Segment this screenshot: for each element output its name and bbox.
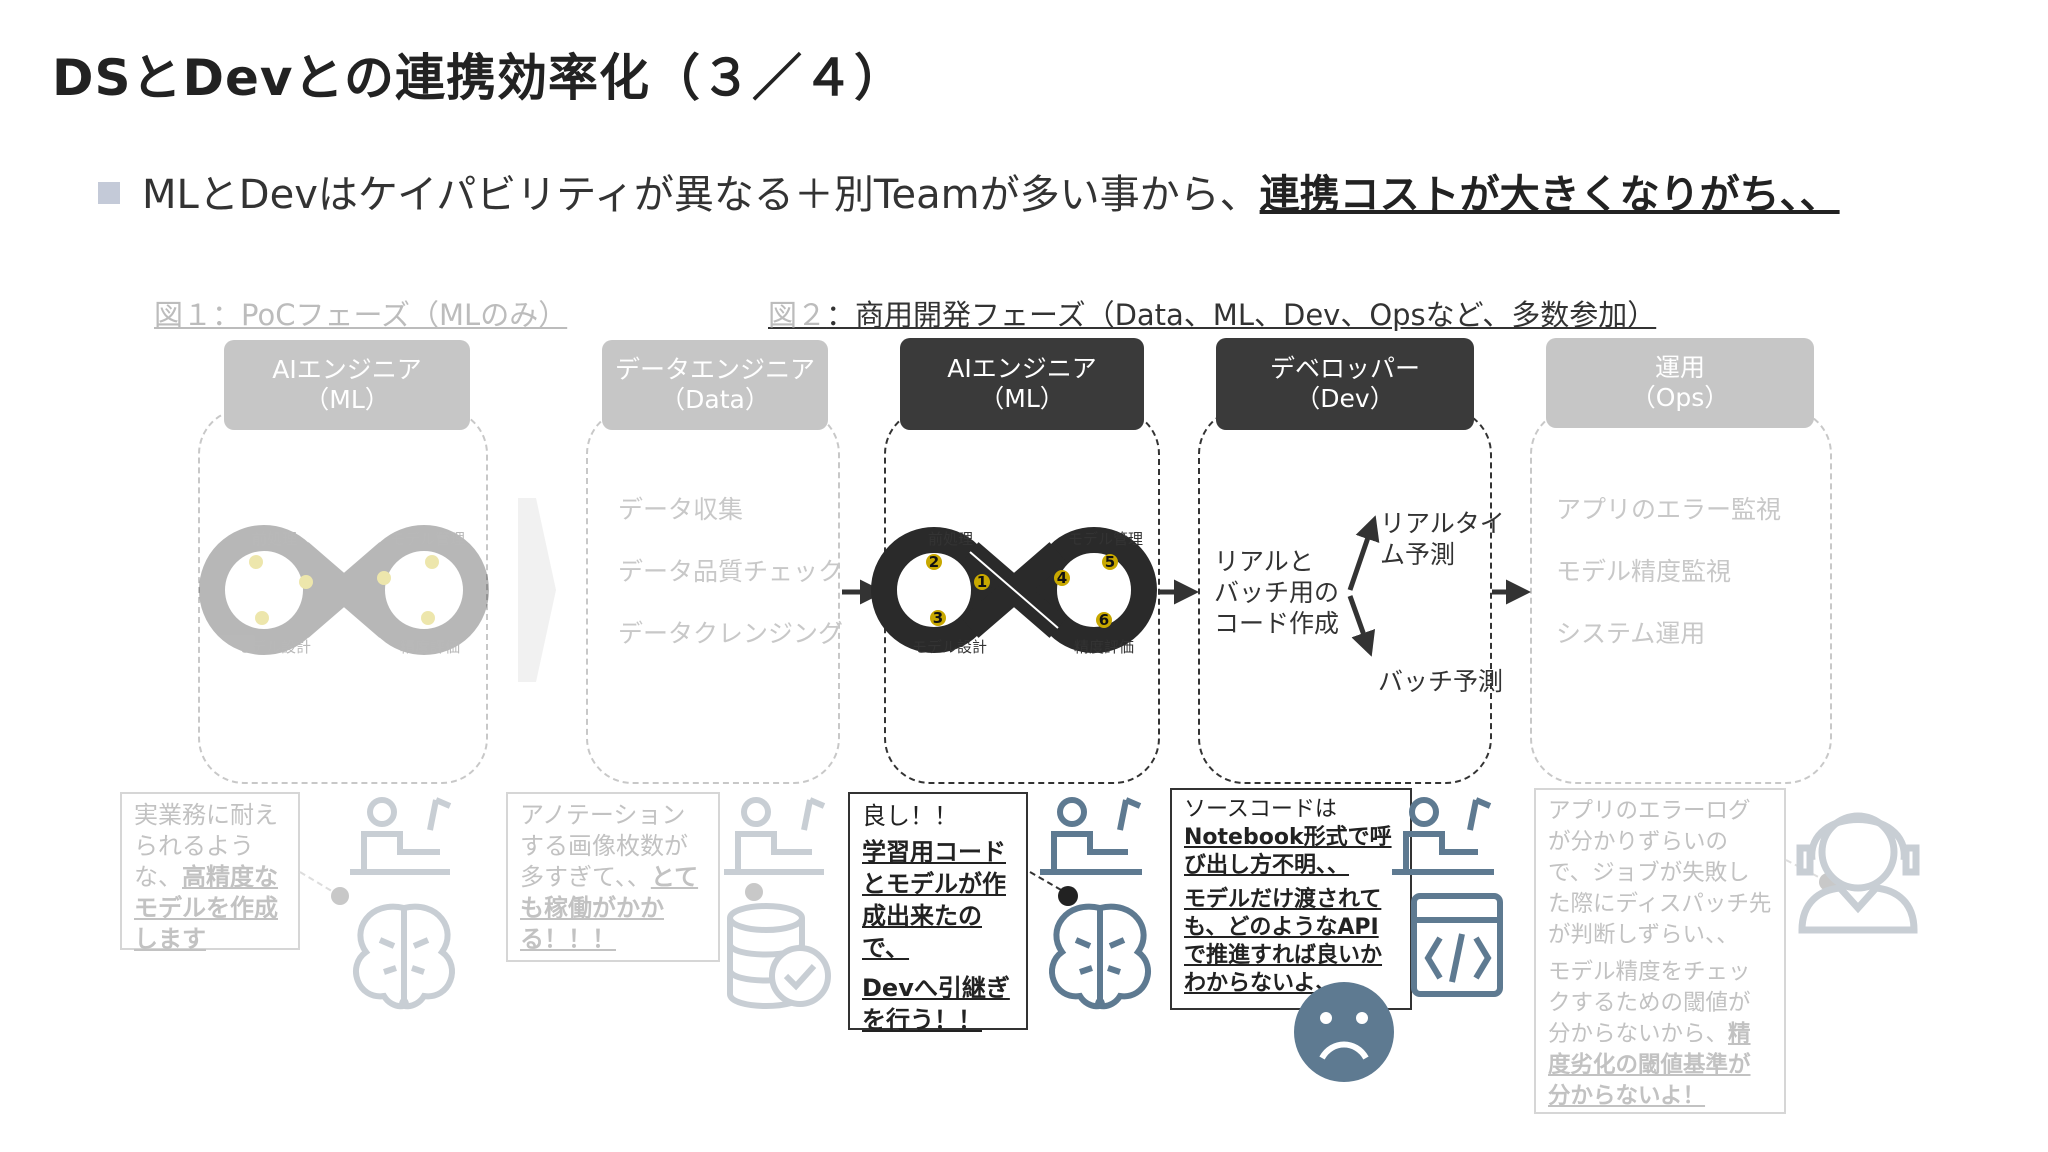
person-at-desk-icon — [1040, 797, 1142, 875]
ml-lifecycle-loop — [871, 527, 1157, 653]
dev-task-main-3: コード作成 — [1214, 609, 1340, 638]
page-title: DSとDevとの連携効率化（３／４） — [52, 49, 906, 107]
role-data-line1: データエンジニア — [614, 355, 815, 384]
data-task-3: データクレンジング — [618, 619, 844, 648]
data-task-1: データ収集 — [618, 495, 744, 524]
note-ops-bold: 精度劣化の閾値基準が分からないよ！ — [1548, 1021, 1751, 1109]
phase-transition-arrow — [518, 498, 556, 682]
dev-task-batch: バッチ予測 — [1378, 667, 1504, 696]
figure1-number: 図１ — [154, 298, 213, 332]
connector-dot — [745, 883, 763, 901]
loop-number-1: 1 — [977, 573, 987, 591]
note-dev-bold1: Notebook形式で呼び出し方不明、、 — [1184, 825, 1392, 878]
role-dev-line2: （Dev） — [1295, 384, 1395, 413]
code-window-icon — [1411, 893, 1503, 997]
figure1-text: ：PoCフェーズ（MLのみ） — [212, 298, 568, 332]
data-task-2: データ品質チェック — [618, 557, 844, 586]
dev-task-main-1: リアルと — [1214, 547, 1314, 576]
note-ml-bold2: Devへ引継ぎを行う！！ — [862, 974, 1010, 1034]
person-at-desk-icon — [350, 797, 452, 875]
role-poc-ml-line2: （ML） — [304, 385, 390, 414]
role-ops-line1: 運用 — [1654, 353, 1705, 382]
note-poc-ml-plain: 実業務に耐えられるような、 — [134, 801, 278, 891]
note-poc-ml: 実業務に耐えられるような、高精度なモデルを作成します — [120, 792, 300, 953]
note-ops: アプリのエラーログが分かりずらいので、ジョブが失敗した際にディスパッチ先が判断し… — [1534, 788, 1786, 1114]
note-ops-plain2: モデル精度をチェックするための閾値が分からないから、 — [1548, 959, 1751, 1047]
bullet-emphasis: 連携コストが大きくなりがち、、 — [1259, 172, 1840, 218]
role-data: データエンジニア（Data） — [602, 340, 828, 430]
figure2-number: 図２ — [768, 298, 827, 332]
ops-task-2: モデル精度監視 — [1556, 557, 1732, 586]
role-poc-ml: AIエンジニア（ML） — [224, 340, 470, 430]
loop-number-6: 6 — [1099, 611, 1109, 629]
role-dev: デベロッパー（Dev） — [1216, 338, 1474, 430]
brain-icon — [353, 903, 455, 1010]
loop-number-3: 3 — [933, 609, 943, 627]
note-data-bold: とても稼働がかかる！！！ — [520, 863, 699, 953]
note-ml-plain: 良し！！ — [862, 802, 958, 830]
note-ml-bold1: 学習用コードとモデルが作成出来たので、 — [862, 838, 1006, 962]
faded-loop-label-2: モデル管理 — [390, 530, 465, 548]
loop-label-1: 前処理 — [928, 530, 973, 548]
bullet-text: MLとDevはケイパビリティが異なる＋別Teamが多い事から、 — [142, 172, 1260, 218]
faded-loop-label-3: モデル設計 — [236, 638, 311, 656]
connector-dot — [331, 887, 349, 905]
faded-loop-label-1: 前処理 — [252, 530, 297, 548]
faded-loop-label-4: 精度評価 — [400, 638, 460, 656]
bullet-point: MLとDevはケイパビリティが異なる＋別Teamが多い事から、連携コストが大きく… — [142, 162, 1840, 220]
dev-branch-realtime-arrow — [1347, 515, 1380, 591]
dev-task-realtime: リアルタイム予測 — [1380, 508, 1505, 570]
ops-task-1: アプリのエラー監視 — [1556, 495, 1782, 524]
support-agent-icon — [1796, 812, 1920, 934]
loop-label-2: モデル管理 — [1068, 530, 1143, 548]
note-data: アノテーションする画像枚数が多すぎて、、とても稼働がかかる！！！ — [506, 792, 720, 962]
role-poc-ml-line1: AIエンジニア — [272, 355, 422, 384]
loop-number-2: 2 — [929, 553, 939, 571]
database-check-icon — [727, 903, 831, 1009]
note-dev-plain: ソースコードは — [1184, 797, 1337, 822]
figure2-caption: 図２：商用開発フェーズ（Data、ML、Dev、Opsなど、多数参加） — [768, 292, 1656, 334]
loop-label-4: 精度評価 — [1074, 638, 1134, 656]
note-ml: 良し！！ 学習用コードとモデルが作成出来たので、 Devへ引継ぎを行う！！ — [848, 792, 1028, 1034]
dev-task-realtime-1: リアルタイ — [1380, 509, 1505, 538]
role-data-line2: （Data） — [660, 385, 770, 414]
note-ops-plain1: アプリのエラーログが分かりずらいので、ジョブが失敗した際にディスパッチ先が判断し… — [1548, 798, 1772, 948]
note-data-plain: アノテーションする画像枚数が多すぎて、、 — [520, 801, 688, 891]
figure2-text: ：商用開発フェーズ（Data、ML、Dev、Opsなど、多数参加） — [826, 298, 1657, 332]
figure1-caption: 図１：PoCフェーズ（MLのみ） — [154, 292, 567, 334]
person-at-desk-icon — [724, 797, 826, 875]
dev-branch-batch-arrow — [1347, 595, 1376, 657]
person-at-desk-icon — [1392, 797, 1494, 875]
brain-icon — [1049, 903, 1151, 1010]
bullet-marker — [98, 182, 120, 204]
loop-number-4: 4 — [1057, 569, 1067, 587]
ml-lifecycle-loop-faded — [199, 525, 489, 655]
dev-task-main: リアルとバッチ用のコード作成 — [1214, 546, 1339, 639]
loop-label-3: モデル設計 — [912, 638, 987, 656]
dev-task-realtime-2: ム予測 — [1380, 540, 1456, 569]
role-ops: 運用（Ops） — [1546, 338, 1814, 428]
connector-dot — [1058, 886, 1078, 906]
role-ml-line2: （ML） — [979, 384, 1065, 413]
dev-task-main-2: バッチ用の — [1214, 578, 1340, 607]
ops-task-3: システム運用 — [1556, 619, 1706, 648]
sad-face-icon — [1294, 982, 1394, 1082]
loop-number-5: 5 — [1105, 553, 1115, 571]
role-ml-line1: AIエンジニア — [947, 354, 1097, 383]
role-ml: AIエンジニア（ML） — [900, 338, 1144, 430]
role-dev-line1: デベロッパー — [1269, 354, 1420, 383]
role-ops-line2: （Ops） — [1630, 383, 1730, 412]
note-poc-ml-bold: 高精度なモデルを作成します — [134, 863, 278, 953]
